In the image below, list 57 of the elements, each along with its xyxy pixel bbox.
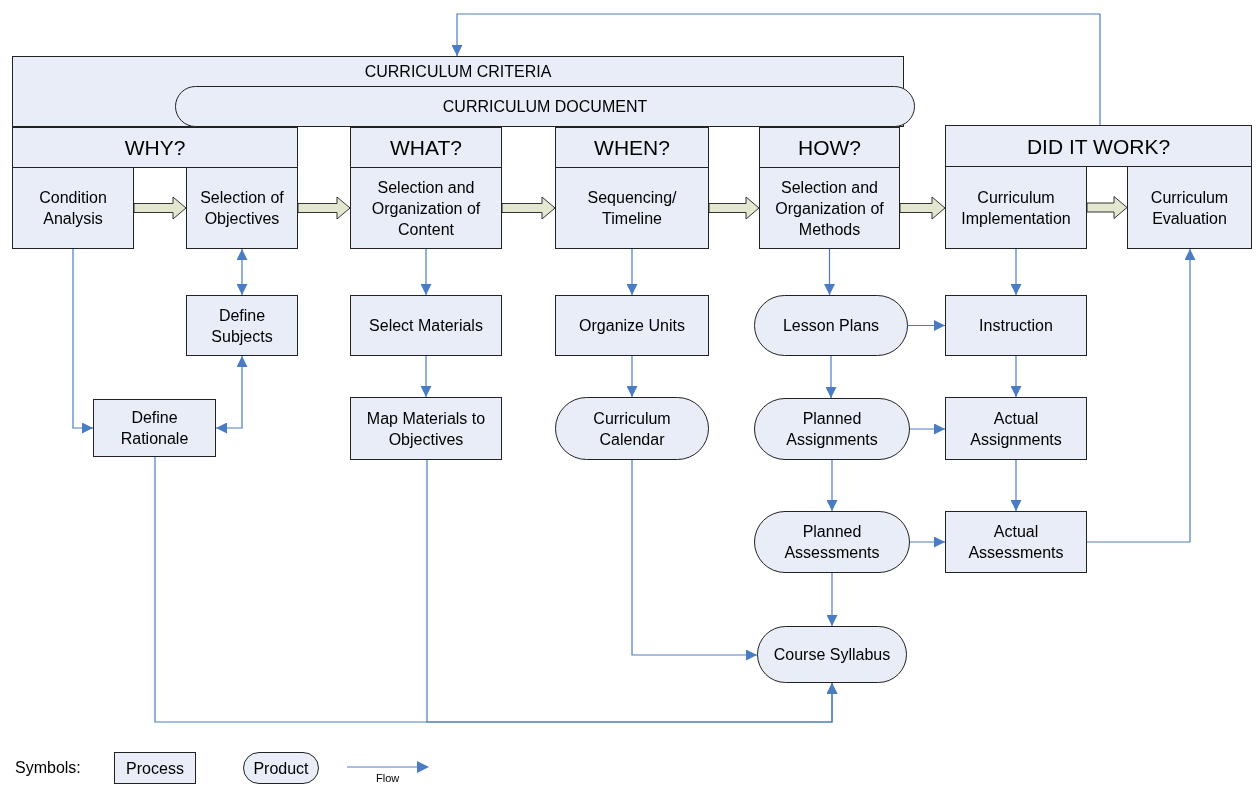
column-header: HOW? (759, 127, 900, 168)
process-box: Selection and Organization of Methods (759, 167, 900, 249)
flow-arrow (236, 248, 248, 296)
process-box: Define Subjects (186, 295, 298, 356)
process-box: Select Materials (350, 295, 502, 356)
flow-arrow (1010, 248, 1022, 296)
product-terminator: CURRICULUM DOCUMENT (175, 86, 915, 127)
flow-arrow (420, 248, 432, 296)
process-box: Selection and Organization of Content (350, 167, 502, 249)
flow-arrow (826, 572, 838, 627)
product-terminator: Planned Assessments (754, 511, 910, 573)
product-terminator: Course Syllabus (757, 626, 907, 683)
block-arrow (1086, 196, 1128, 219)
product-terminator: Planned Assignments (754, 398, 910, 460)
flow-arrow (426, 459, 838, 723)
flow-arrow (907, 320, 946, 331)
legend-product-sample: Product (243, 752, 319, 784)
flow-arrow (1010, 459, 1022, 512)
block-arrow (133, 196, 187, 220)
process-box: Define Rationale (93, 399, 216, 457)
flow-arrow (451, 13, 1101, 126)
legend-heading: Symbols: (15, 759, 81, 777)
block-arrow (501, 196, 556, 220)
product-terminator: Lesson Plans (754, 295, 908, 356)
flow-arrow (1010, 355, 1022, 398)
column-header: DID IT WORK? (945, 125, 1252, 167)
column-header: WHEN? (555, 127, 709, 168)
column-header: WHAT? (350, 127, 502, 168)
process-box: Organize Units (555, 295, 709, 356)
block-arrow (297, 196, 351, 220)
block-arrow (899, 196, 946, 220)
flow-arrow (626, 248, 638, 296)
flow-arrow (909, 536, 946, 548)
legend-process-sample: Process (114, 752, 196, 784)
column-header: WHY? (12, 127, 298, 168)
process-box: Condition Analysis (12, 167, 134, 249)
process-box: Curriculum Evaluation (1127, 166, 1252, 249)
flow-arrow (909, 423, 946, 435)
process-box: Map Materials to Objectives (350, 397, 502, 460)
flow-arrow (1086, 248, 1196, 543)
flow-arrow (420, 355, 432, 398)
flow-arrow (215, 355, 248, 434)
process-box: Actual Assessments (945, 511, 1087, 573)
flow-arrow (626, 355, 638, 398)
process-box: Curriculum Implementation (945, 166, 1087, 249)
flow-arrow (824, 248, 835, 296)
flow-arrow (631, 459, 758, 661)
process-box: Sequencing/ Timeline (555, 167, 709, 249)
process-box: Actual Assignments (945, 397, 1087, 460)
flow-arrow (825, 355, 837, 399)
flow-arrow (826, 459, 838, 512)
flow-arrow (72, 248, 94, 434)
process-box: Instruction (945, 295, 1087, 356)
product-terminator: Curriculum Calendar (555, 397, 709, 460)
block-arrow (708, 196, 760, 220)
legend-label: Flow (376, 772, 400, 784)
process-box: Selection of Objectives (186, 167, 298, 249)
